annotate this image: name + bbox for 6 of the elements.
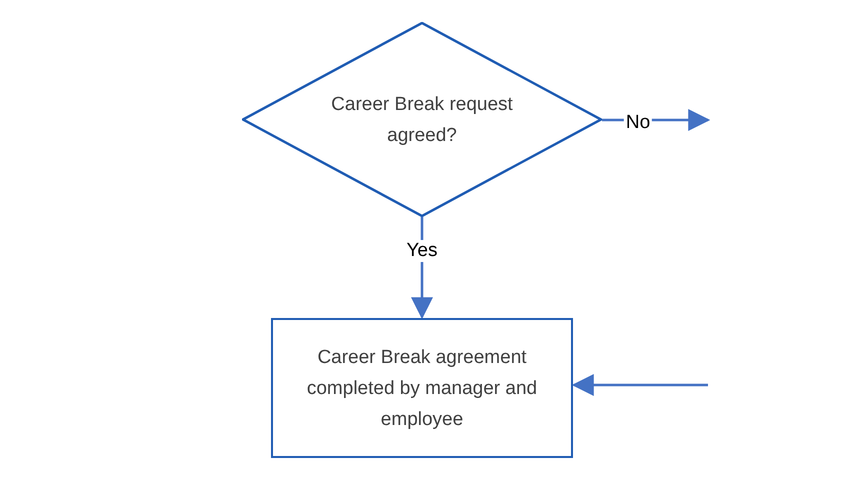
process-box — [271, 318, 573, 458]
arrow — [572, 374, 708, 396]
decision-diamond — [242, 22, 602, 217]
node-text: Career Break request agreed? — [330, 92, 514, 148]
edge-label: Yes — [404, 240, 440, 262]
node-text: Career Break agreement completed by manager and employee — [306, 346, 538, 432]
